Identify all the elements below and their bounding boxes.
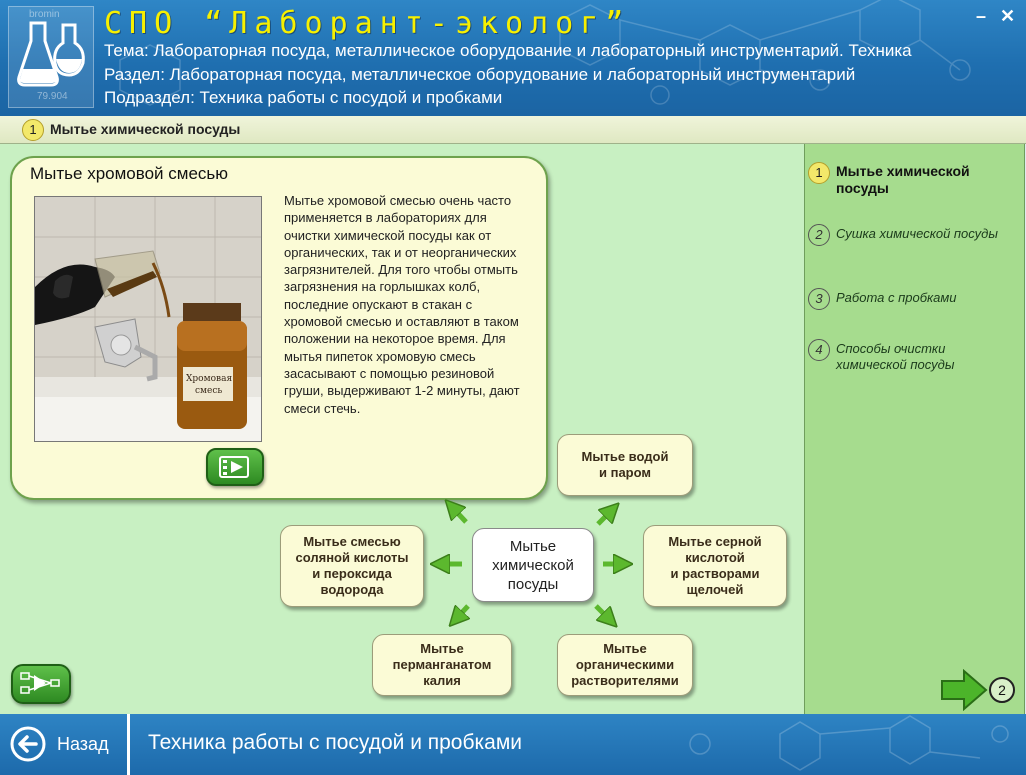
card-description: Мытье хромовой смесью очень часто примен… (284, 193, 520, 416)
diagram-node-sulfuric-alkali[interactable]: Мытье серной кислотой и растворами щелоч… (643, 525, 787, 607)
sidebar-item-number: 2 (808, 224, 830, 246)
back-label: Назад (57, 734, 109, 754)
svg-text:смесь: смесь (195, 386, 222, 396)
footer-divider (127, 714, 130, 775)
subsection-label: Подраздел: Техника работы с посудой и пр… (104, 88, 503, 107)
card-title: Мытье хромовой смесью (30, 164, 229, 183)
back-arrow-icon (10, 726, 46, 762)
flask-icon (17, 21, 85, 87)
topic-bar: 1 Мытье химической посуды (0, 116, 1026, 144)
chrome-mixture-photo: Хромовая смесь (34, 196, 262, 442)
minimize-button[interactable]: – (976, 6, 987, 26)
sidebar-item-drying[interactable]: 2 Сушка химической посуды (806, 224, 1016, 264)
diagram-play-icon (20, 672, 60, 694)
video-play-button[interactable] (206, 448, 264, 486)
diagram-node-permanganate[interactable]: Мытье перманганатом калия (372, 634, 512, 696)
molecule-pattern (119, 0, 971, 106)
diagram-node-hcl-peroxide[interactable]: Мытье смесью соляной кислоты и пероксида… (280, 525, 424, 607)
section-label: Раздел: Лабораторная посуда, металлическ… (104, 65, 856, 84)
close-button[interactable]: ✕ (1000, 6, 1016, 26)
sidebar-item-label: Способы очистки химической посуды (836, 341, 955, 372)
sidebar-item-label: Мытье химической посуды (836, 163, 970, 196)
diagram-node-center: Мытье химической посуды (472, 528, 594, 602)
topic-number-badge: 1 (22, 119, 44, 141)
footer-title: Техника работы с посудой и пробками (148, 731, 523, 754)
sidebar-item-washing[interactable]: 1 Мытье химической посуды (806, 162, 1016, 202)
diagram-toggle-button[interactable] (11, 664, 71, 704)
theme-label: Тема: Лабораторная посуда, металлическое… (104, 41, 912, 60)
topic-title: Мытье химической посуды (50, 121, 241, 137)
sidebar-item-label: Сушка химической посуды (836, 226, 998, 241)
footer: Назад Техника работы с посудой и пробкам… (0, 714, 1026, 775)
next-button[interactable] (940, 668, 988, 712)
sidebar-item-number: 4 (808, 339, 830, 361)
sidebar-item-cleaning-methods[interactable]: 4 Способы очистки химической посуды (806, 339, 1016, 379)
header: bromin 79.904 СПО “Лаборант-эколог” Тема… (0, 0, 1026, 116)
app-logo: bromin 79.904 (8, 6, 94, 108)
arrow-right-icon (941, 668, 988, 712)
sidebar-item-stoppers[interactable]: 3 Работа с пробками (806, 288, 1016, 312)
diagram-node-water-steam[interactable]: Мытье водой и паром (557, 434, 693, 496)
app-title: СПО “Лаборант-эколог” (104, 6, 631, 41)
svg-text:Хромовая: Хромовая (186, 374, 232, 384)
play-video-icon (219, 456, 249, 478)
sidebar-item-label: Работа с пробками (836, 290, 957, 305)
footer-molecule-pattern (689, 715, 1009, 771)
diagram-node-organic-solvents[interactable]: Мытье органическими растворителями (557, 634, 693, 696)
back-button[interactable]: Назад (0, 714, 126, 775)
next-page-number: 2 (989, 677, 1015, 703)
logo-atomic-weight: 79.904 (37, 91, 68, 102)
info-card: Мытье хромовой смесью Хромовая (10, 156, 548, 500)
sidebar-item-number: 3 (808, 288, 830, 310)
sidebar (804, 144, 1025, 714)
sidebar-item-number: 1 (808, 162, 830, 184)
logo-element-name: bromin (29, 9, 60, 20)
